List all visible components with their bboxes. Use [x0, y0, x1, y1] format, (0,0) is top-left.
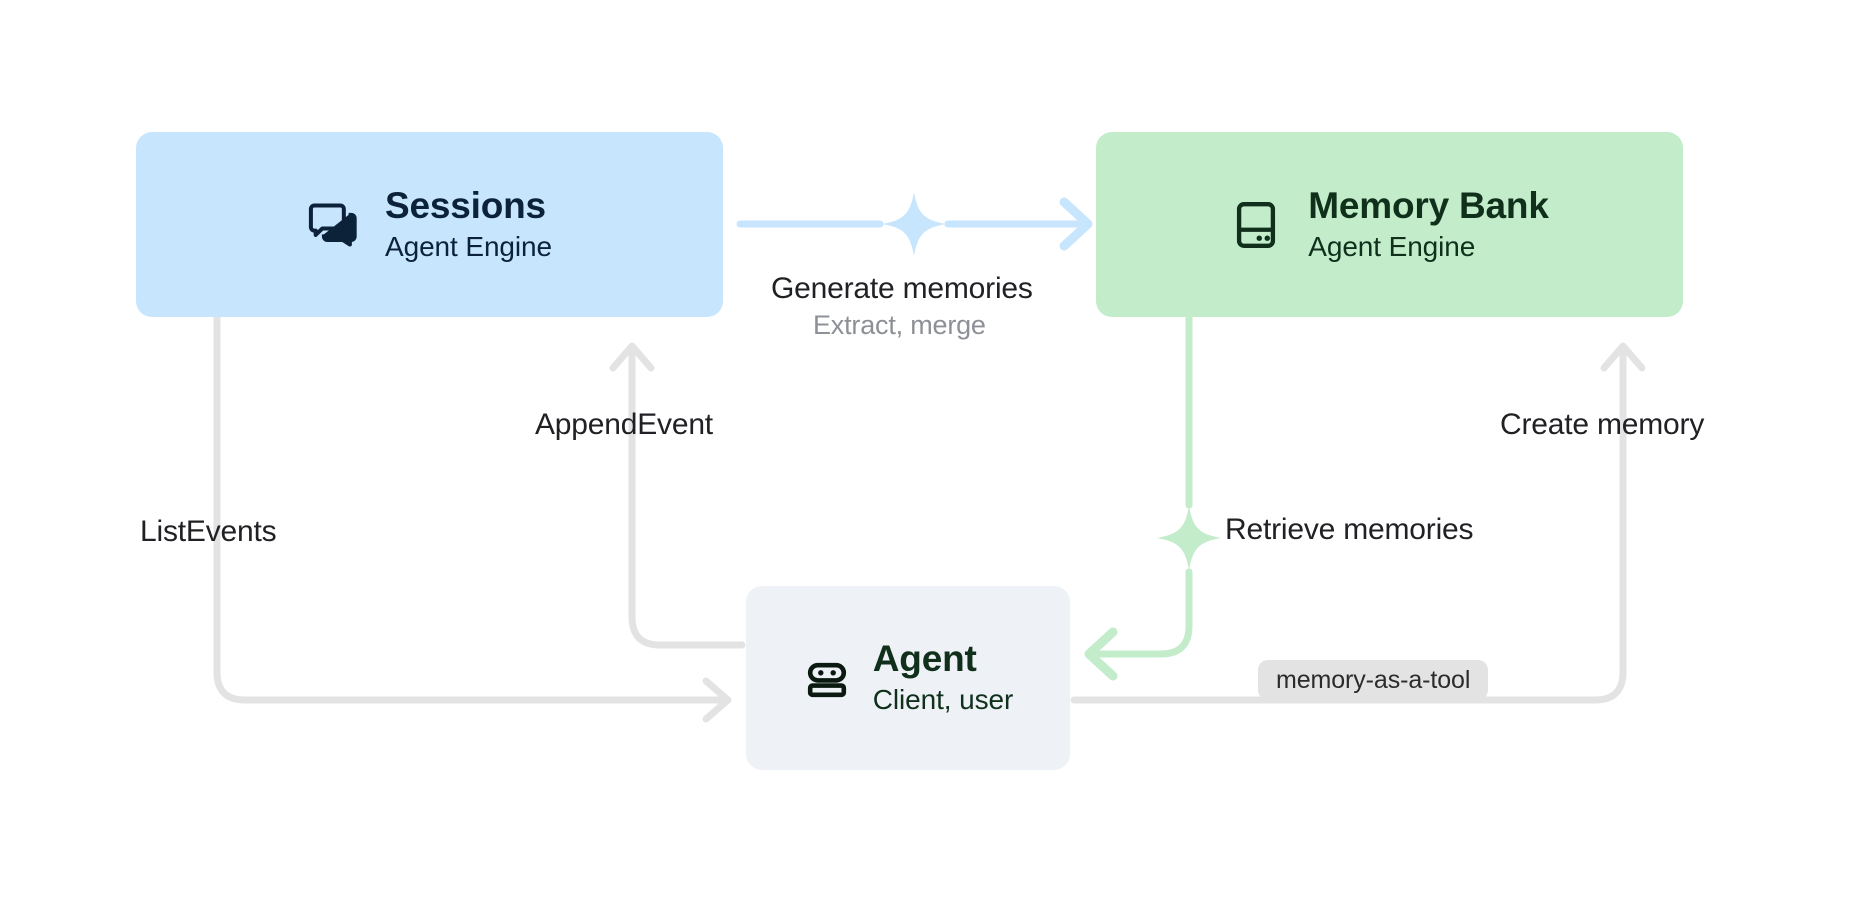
node-memory-bank-text: Memory Bank Agent Engine	[1308, 184, 1549, 264]
edge-label-retrieve-memories: Retrieve memories	[1225, 513, 1474, 546]
edge-label-generate-memories: Generate memories	[771, 272, 1033, 305]
edge-label-append-event: AppendEvent	[535, 408, 713, 441]
node-agent[interactable]: Agent Client, user	[746, 586, 1070, 770]
edge-sublabel-generate-memories: Extract, merge	[813, 310, 986, 340]
edge-retrieve-memories	[1084, 313, 1221, 681]
badge-memory-as-a-tool: memory-as-a-tool	[1258, 660, 1489, 700]
sparkle-icon-blue	[882, 192, 946, 256]
edge-list-events	[213, 313, 732, 723]
edge-create-memory	[1070, 342, 1646, 704]
node-memory-bank-subtitle: Agent Engine	[1308, 230, 1476, 262]
edge-append-event	[609, 342, 746, 649]
node-sessions-text: Sessions Agent Engine	[385, 184, 552, 264]
node-agent-title: Agent	[872, 638, 977, 680]
node-memory-bank[interactable]: Memory Bank Agent Engine	[1096, 132, 1683, 317]
robot-icon	[807, 662, 846, 698]
node-sessions-subtitle: Agent Engine	[385, 230, 552, 262]
node-memory-bank-title: Memory Bank	[1308, 184, 1549, 226]
edge-label-list-events: ListEvents	[140, 515, 277, 548]
node-agent-text: Agent Client, user	[872, 638, 1014, 717]
edge-generate-memories	[736, 192, 1093, 256]
database-drive-icon	[1237, 201, 1276, 248]
chat-bubbles-icon	[308, 202, 357, 247]
node-sessions-title: Sessions	[385, 184, 546, 226]
node-agent-subtitle: Client, user	[872, 684, 1014, 716]
node-sessions[interactable]: Sessions Agent Engine	[136, 132, 723, 317]
edge-label-create-memory: Create memory	[1500, 408, 1705, 441]
sparkle-icon-green	[1157, 506, 1221, 570]
